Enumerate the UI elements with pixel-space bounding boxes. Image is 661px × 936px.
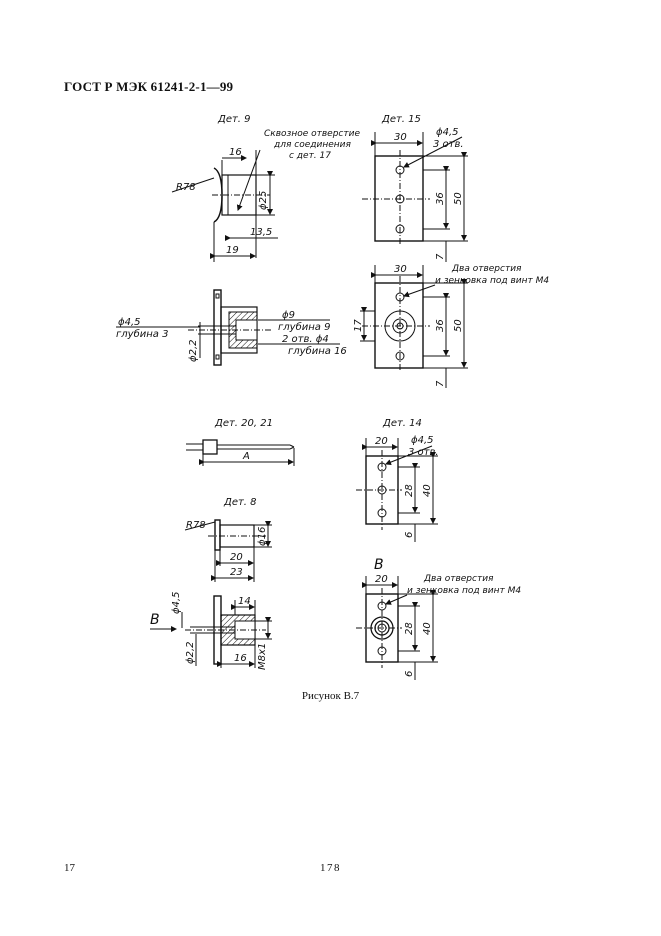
det15-b-dim-50: 50 — [453, 319, 464, 332]
det9-section-d9: ϕ9 — [282, 310, 295, 321]
page-number: 178 — [320, 862, 341, 874]
det15-dim-50: 50 — [453, 192, 464, 205]
det14-dim-28: 28 — [404, 484, 415, 497]
det9-dim-16: 16 — [229, 147, 242, 158]
det8-section-view: В ϕ4,5 ϕ2,2 14 16 М8х1 — [150, 592, 272, 670]
det14-b-view: В 20 Два отверстия и зенковка под винт М… — [356, 557, 521, 680]
det20-21-dim-a: А — [242, 451, 250, 462]
det9-dim-r78: R78 — [176, 182, 196, 193]
det8-view: Дет. 8 ϕ16 R78 20 23 — [184, 497, 272, 582]
det8-section-dim-14: 14 — [238, 596, 251, 607]
det9-section-depth3: глубина 3 — [116, 328, 168, 340]
det20-21-title: Дет. 20, 21 — [214, 418, 273, 429]
det8-dim-d16: ϕ16 — [257, 527, 268, 546]
det8-section-d2_2: ϕ2,2 — [185, 642, 196, 665]
det9-note-line2: для соединения — [273, 140, 351, 150]
det15-b-note-line2: и зенковка под винт М4 — [435, 276, 549, 286]
det9-note-line1: Сквозное отверстие — [264, 129, 360, 139]
det9-section-holes4: 2 отв. ϕ4 — [282, 334, 329, 345]
det14-title: Дет. 14 — [382, 418, 422, 429]
det9-section-view: ϕ4,5 глубина 3 ϕ9 глубина 9 2 отв. ϕ4 гл… — [116, 289, 347, 366]
det9-note-line3: с дет. 17 — [289, 151, 331, 161]
det9-title: Дет. 9 — [217, 114, 251, 125]
det14-dim-6: 6 — [404, 532, 415, 538]
det9-section-depth9: глубина 9 — [278, 321, 330, 333]
det8-dim-r78: R78 — [186, 520, 206, 531]
det14-b-dim-40: 40 — [422, 622, 433, 635]
document-header: ГОСТ Р МЭК 61241-2-1—99 — [64, 79, 234, 94]
footer-left-number: 17 — [64, 862, 75, 874]
det14-b-dim-20: 20 — [375, 574, 388, 585]
det9-dim-19: 19 — [226, 245, 239, 256]
det14-b-view-label: В — [374, 557, 384, 573]
det9-section-d4_5: ϕ4,5 — [118, 317, 141, 328]
det14-dim-holes3: 3 отв. — [408, 447, 439, 458]
det8-section-view-label: В — [150, 612, 160, 628]
det8-title: Дет. 8 — [223, 497, 257, 508]
det20-21-view: Дет. 20, 21 А — [186, 418, 295, 466]
figure-caption: Рисунок В.7 — [301, 690, 360, 702]
det14-view: Дет. 14 20 ϕ4,5 3 отв. 28 40 6 — [356, 418, 439, 542]
det14-b-note-line2: и зенковка под винт М4 — [407, 586, 521, 596]
det14-b-note-line1: Два отверстия — [423, 574, 494, 584]
det14-dim-20: 20 — [375, 436, 388, 447]
det15-b-dim-7: 7 — [435, 380, 446, 387]
det15-dim-d4_5: ϕ4,5 — [436, 127, 459, 138]
det14-dim-40: 40 — [422, 484, 433, 497]
det15-view: Дет. 15 30 ϕ4,5 3 отв. 36 50 7 — [362, 114, 468, 262]
det15-dim-7: 7 — [435, 253, 446, 260]
det15-b-dim-30: 30 — [394, 264, 407, 275]
det8-section-thread: М8х1 — [257, 643, 268, 670]
det9-dim-13_5: 13,5 — [250, 227, 272, 238]
det14-dim-d4_5: ϕ4,5 — [411, 435, 434, 446]
det9-view: Дет. 9 Сквозное отверстие для соединения… — [171, 114, 360, 262]
det15-dim-30: 30 — [394, 132, 407, 143]
det15-b-dim-17: 17 — [353, 319, 364, 332]
det14-b-dim-28: 28 — [404, 622, 415, 635]
det8-dim-20: 20 — [230, 552, 243, 563]
det15-b-dim-36: 36 — [435, 319, 446, 332]
det9-dim-d25: ϕ25 — [258, 191, 269, 210]
det8-section-dim-16: 16 — [234, 653, 247, 664]
det15-b-view: 30 Два отверстия и зенковка под винт М4 … — [353, 264, 549, 388]
det15-title: Дет. 15 — [381, 114, 421, 125]
det14-b-dim-6: 6 — [404, 671, 415, 677]
det9-section-depth16: глубина 16 — [288, 345, 347, 357]
det8-dim-23: 23 — [230, 567, 243, 578]
det8-section-d4_5: ϕ4,5 — [171, 592, 182, 615]
det9-section-d2_2: ϕ2,2 — [188, 340, 199, 363]
det15-b-note-line1: Два отверстия — [451, 264, 522, 274]
det15-dim-36: 36 — [435, 192, 446, 205]
